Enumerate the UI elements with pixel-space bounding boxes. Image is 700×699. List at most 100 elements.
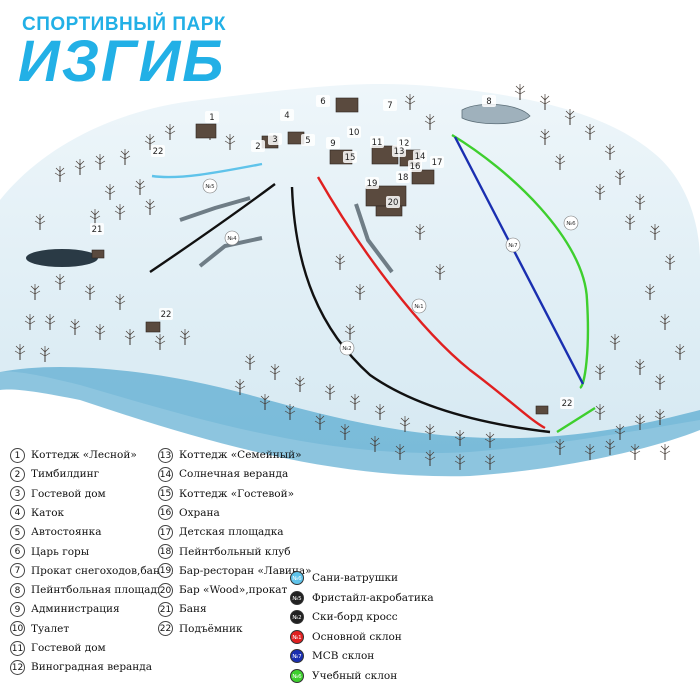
legend-label: Коттедж «Гостевой» (179, 487, 294, 500)
tree (54, 166, 66, 182)
slope-legend-label: Учебный склон (312, 669, 398, 682)
slope-legend-label: Ски-борд кросс (312, 611, 398, 623)
legend-number-badge: 12 (10, 659, 25, 675)
legend-number-badge: 19 (158, 563, 173, 579)
legend-label: Охрана (179, 506, 220, 519)
tree (434, 264, 446, 280)
tree (29, 284, 41, 300)
freestyle-ramp (198, 236, 263, 268)
map-marker-label: 10 (349, 128, 360, 138)
tree (399, 416, 411, 432)
valley-band (0, 366, 700, 477)
legend-number-badge: 1 (10, 447, 25, 463)
tree (144, 134, 156, 150)
map-slope-tag: №1 (411, 298, 427, 314)
tree (24, 314, 36, 330)
legend-label: Гостевой дом (31, 487, 106, 500)
legend-label: Гостевой дом (31, 642, 106, 654)
slope-legend-item: №7 МСВ склон (290, 648, 374, 664)
tree (114, 204, 126, 220)
legend-label: Пейнтбольная площадка (31, 584, 170, 597)
tree (69, 319, 81, 335)
tree (259, 394, 271, 410)
map-marker-label: 21 (92, 225, 103, 235)
slope-badge: №7 (290, 649, 304, 663)
legend-number-badge: 9 (10, 601, 25, 617)
tree (74, 159, 86, 175)
tree (454, 454, 466, 470)
legend-label: Коттедж «Лесной» (31, 449, 137, 461)
tree (269, 364, 281, 380)
legend-number-badge: 20 (158, 582, 173, 598)
legend-number-badge: 22 (158, 621, 173, 637)
tree (244, 354, 256, 370)
tree (604, 144, 616, 160)
map-slope-tag-label: №2 (342, 346, 351, 352)
tree (614, 169, 626, 185)
tree (354, 284, 366, 300)
legend-number-badge: 18 (158, 544, 173, 559)
map-marker-label: 4 (284, 111, 289, 121)
legend-label: Автостоянка (31, 526, 102, 539)
map-marker-label: 9 (330, 139, 335, 149)
map-marker-label: 22 (153, 147, 164, 157)
map-marker-label: 1 (209, 113, 214, 123)
map-marker: 14 (413, 150, 427, 162)
slope-legend-label: МСВ склон (312, 650, 375, 662)
legend-number-badge: 7 (10, 563, 25, 579)
tree (674, 344, 686, 360)
legend-item: 18 Пейнтбольный клуб (158, 544, 291, 560)
tree (659, 444, 671, 460)
map-slope-tag: №7 (505, 237, 521, 253)
legend-number-badge: 10 (10, 621, 25, 637)
park-title-big: ИЗГИБ (18, 29, 226, 94)
boardercross-ramp (354, 203, 394, 274)
map-slope-tag: №2 (339, 340, 355, 356)
lake (26, 249, 98, 267)
legend-number-badge: 2 (10, 466, 25, 482)
map-marker-label: 14 (415, 152, 426, 162)
map-marker: 13 (392, 145, 406, 157)
tree (414, 224, 426, 240)
legend-label: Бар «Wood»,прокат (179, 584, 288, 597)
map-marker-label: 20 (388, 198, 399, 208)
tree (664, 254, 676, 270)
slope-main (316, 176, 546, 430)
legend-label: Каток (31, 506, 65, 519)
tree (624, 214, 636, 230)
map-marker: 18 (396, 171, 410, 183)
legend-label: Пейнтбольный клуб (179, 545, 291, 558)
tree (44, 314, 56, 330)
tree (114, 294, 126, 310)
tree (39, 346, 51, 362)
tree (644, 284, 656, 300)
slope-black-left (149, 183, 276, 273)
tree (369, 436, 381, 452)
map-marker: 6 (316, 95, 330, 107)
freestyle-ramp (179, 196, 251, 222)
slope-legend-label: Основной склон (312, 630, 402, 643)
map-marker: 4 (280, 109, 294, 121)
slope-badge: №5 (290, 590, 304, 605)
tree (564, 109, 576, 125)
legend-number-badge: 15 (158, 486, 173, 502)
legend-item: 1 Коттедж «Лесной» (10, 447, 137, 463)
legend-label: Туалет (31, 622, 70, 635)
tree (649, 224, 661, 240)
tree (604, 439, 616, 455)
tree (554, 154, 566, 170)
map-marker-label: 6 (320, 97, 325, 107)
tree (284, 404, 296, 420)
tree (134, 179, 146, 195)
